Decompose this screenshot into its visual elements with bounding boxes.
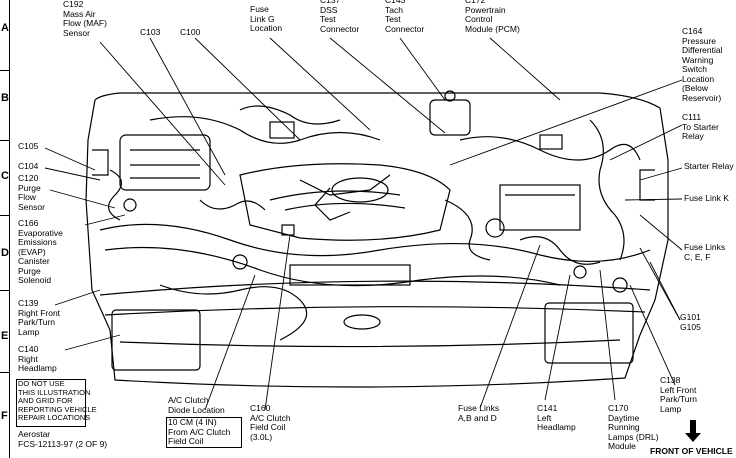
main-harness xyxy=(99,223,651,263)
fcs-label: FCS-12113-97 (2 OF 9) xyxy=(18,439,108,449)
c111-label: C111 To Starter Relay xyxy=(682,112,719,141)
ford-emblem xyxy=(343,314,381,330)
grid-letter-b: B xyxy=(1,92,9,104)
front-of-vehicle-label: FRONT OF VEHICLE xyxy=(650,446,733,456)
model-label: Aerostar xyxy=(18,429,51,439)
ac-clutch-diode-label: A/C Clutch Diode Location xyxy=(168,395,225,415)
c141-label: C141 Left Headlamp xyxy=(537,403,576,432)
grid-letter-a: A xyxy=(1,22,9,34)
c143-label: C143 Tach Test Connector xyxy=(385,0,425,34)
c140-label: C140 Right Headlamp xyxy=(18,344,57,373)
right-headlamp xyxy=(111,309,201,371)
grid-letter-f: F xyxy=(1,410,8,422)
fuse-links-cef-label: Fuse Links C, E, F xyxy=(684,242,726,262)
c164-label: C164 Pressure Differential Warning Switc… xyxy=(682,26,723,103)
disclaimer-box xyxy=(16,379,86,427)
air-cleaner xyxy=(119,134,211,191)
hood-opening-outline xyxy=(94,92,661,109)
battery xyxy=(499,184,581,231)
front-arrow-icon xyxy=(685,420,701,442)
grid-letter-c: C xyxy=(1,170,9,182)
disclaimer-text: DO NOT USE THIS ILLUSTRATION AND GRID FO… xyxy=(18,379,97,422)
c105-label: C105 xyxy=(18,141,39,151)
left-headlamp xyxy=(544,302,634,364)
ac-clutch-box-text: 10 CM (4 IN) From A/C Clutch Field Coil xyxy=(168,417,231,446)
c160-label: C160 A/C Clutch Field Coil (3.0L) xyxy=(250,403,291,442)
throttle-body xyxy=(331,177,389,203)
c138-label: C138 Left Front Park/Turn Lamp xyxy=(660,375,698,414)
ac-clutch-box xyxy=(166,417,242,448)
brake-reservoir xyxy=(429,99,471,136)
c139-label: C139 Right Front Park/Turn Lamp xyxy=(18,298,61,337)
c103-label: C103 xyxy=(140,27,161,37)
grid-tick xyxy=(0,70,9,71)
c166-label: C166 Evaporative Emissions (EVAP) Canist… xyxy=(18,218,63,285)
fuse-link-k-label: Fuse Link K xyxy=(684,193,729,203)
c172-label: C172 Powertrain Control Module (PCM) xyxy=(465,0,520,34)
grid-letter-e: E xyxy=(1,330,9,342)
grid-tick xyxy=(0,215,9,216)
c137-label: C137 DSS Test Connector xyxy=(320,0,360,34)
intake-plenum xyxy=(239,163,451,241)
c170-label: C170 Daytime Running Lamps (DRL) Module xyxy=(608,403,659,451)
fuse-links-abd-label: Fuse Links A,B and D xyxy=(458,403,500,423)
front-bumper xyxy=(109,329,641,388)
c192-label: C192 Mass Air Flow (MAF) Sensor xyxy=(63,0,107,38)
left-fender-outline xyxy=(639,107,669,336)
g101-label: G101 G105 xyxy=(680,312,701,332)
right-fender-outline xyxy=(85,99,111,331)
fuse-link-g-label: Fuse Link G Location xyxy=(250,4,283,33)
c100-label: C100 xyxy=(180,27,201,37)
grid-tick xyxy=(0,372,9,373)
c104-label: C104 xyxy=(18,161,39,171)
radiator-support xyxy=(99,280,651,296)
grid-letter-d: D xyxy=(1,247,9,259)
grid-tick xyxy=(0,290,9,291)
grid-ruler xyxy=(0,0,10,458)
grid-tick xyxy=(0,140,9,141)
starter-relay-label: Starter Relay xyxy=(684,161,734,171)
c120-label: C120 Purge Flow Sensor xyxy=(18,173,45,212)
